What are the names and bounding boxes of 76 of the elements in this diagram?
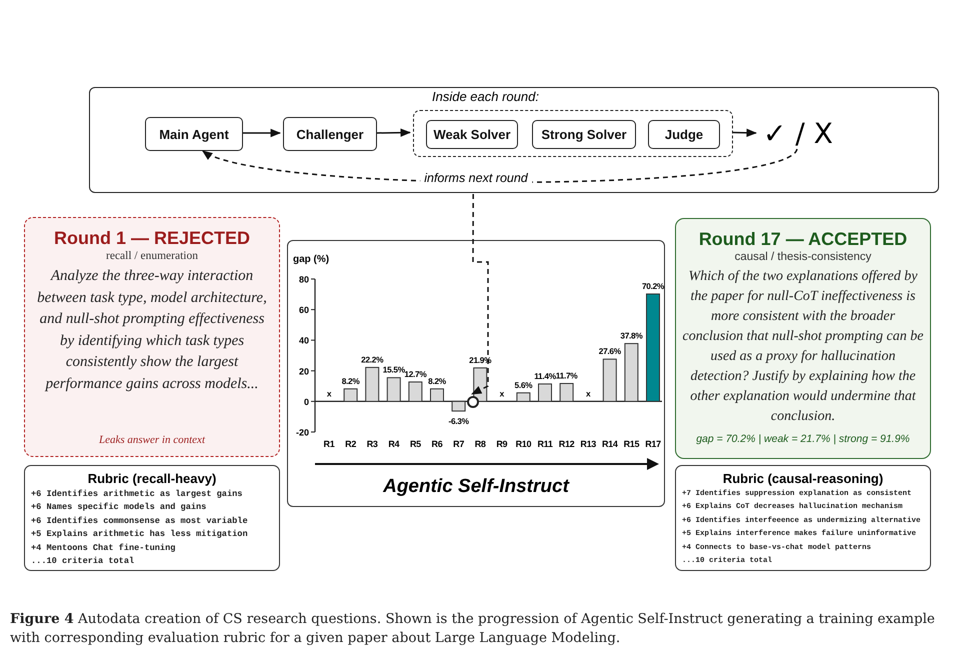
category-label: R14 (601, 438, 618, 448)
category-label: R13 (580, 438, 596, 448)
criterion-text: +4 Mentoons Chat fine-tuning (31, 542, 176, 555)
category-label: R12 (558, 438, 574, 448)
rubric-heading: Rubric (causal-reasoning) (722, 471, 884, 486)
criterion-text: +6 Identifies commonsense as most variable (31, 514, 249, 528)
magnifier-icon (467, 396, 479, 408)
tick-label: 0 (303, 396, 308, 406)
value-label: 12.7% (404, 368, 426, 378)
value-label: 27.6% (598, 346, 620, 356)
value-label: 8.2% (341, 375, 359, 386)
tick-label: 60 (298, 304, 308, 315)
value-label: 8.2% (428, 375, 446, 386)
tick-label: 40 (298, 335, 308, 346)
category-label: recall / enumeration (105, 250, 199, 262)
category-label: causal / thesis-consistency (734, 251, 872, 263)
value-label: 11.7% (555, 370, 577, 380)
criterion-text: ...10 criteria total (31, 555, 136, 568)
process-box: Strong Solver (532, 120, 636, 149)
category-label: R1 (323, 438, 334, 448)
group-title: Inside each round: (432, 89, 539, 104)
card-heading: Round 17 — ACCEPTED (698, 228, 908, 251)
result-text: ✓ / X (762, 119, 834, 149)
chart-panel (287, 240, 665, 507)
arrow (732, 128, 758, 137)
value-label: 22.2% (360, 354, 383, 364)
category-label: R7 (452, 438, 464, 448)
category-label: R5 (409, 438, 420, 448)
value-label: 15.5% (382, 364, 404, 374)
tick-label: 80 (298, 274, 308, 284)
arrow (471, 194, 489, 395)
value-label: x (326, 388, 331, 398)
value-label: 5.6% (514, 379, 532, 390)
category-label: R11 (536, 438, 552, 448)
value-label: 37.8% (620, 330, 642, 340)
arrow (376, 128, 412, 137)
tick-label: 20 (298, 366, 308, 376)
category-label: R9 (496, 438, 507, 448)
category-label: R2 (344, 438, 356, 448)
category-label: R3 (366, 438, 378, 448)
process-box: Judge (648, 120, 720, 149)
category-label: R17 (644, 438, 660, 448)
question-text: Which of the two explanations offered by the paper for null-CoT ineffectiveness is more consistent with the broader conclusion that null-shot prompting can be used as a proxy for hallucination detection? Justify by explaining how the other explanation would undermine that conclusion. (682, 268, 924, 426)
panel (89, 87, 939, 193)
value-label: -6.3% (448, 416, 468, 426)
accepted-card (675, 218, 931, 459)
rejected-card (24, 217, 280, 457)
value-label: x (586, 388, 590, 398)
rubric-card (675, 465, 931, 571)
category-label: R6 (431, 438, 442, 448)
value-label: 21.9% (468, 354, 491, 364)
criterion-text: +5 Explains arithmetic has less mitigation (31, 528, 249, 542)
criterion-text: +6 Names specific models and gains (31, 501, 208, 514)
tick-label: -20 (295, 427, 308, 437)
value-label: x (499, 388, 504, 398)
rubric-card (24, 465, 280, 571)
arrow (243, 128, 282, 138)
category-label: R4 (388, 438, 399, 448)
card-footer: Leaks answer in context (25, 434, 279, 446)
figure-caption: Figure 4 Autodata creation of CS research questions. Shown is the progression of Agentic Self-Instruct generating a training example with corresponding evaluation rubric for a given paper about Large Language Modeling. (10, 610, 936, 648)
process-box: Main Agent (145, 117, 243, 151)
card-heading: Round 1 — REJECTED (52, 227, 251, 250)
category-label: R10 (515, 438, 531, 448)
axis-title: gap (%) (292, 254, 329, 264)
value-label: 11.4% (534, 370, 556, 380)
process-box: Challenger (283, 117, 377, 151)
card-footer: gap = 70.2% | weak = 21.7% | strong = 91.9% (682, 433, 924, 445)
edge-label: informs next round (420, 171, 532, 185)
axis-title: Agentic Self-Instruct (382, 476, 568, 496)
question-text: Analyze the three-way interaction between task type, model architecture, and null-shot prompting effectiveness by identifying which task types consistently show the largest performance gains across models... (36, 267, 268, 394)
category-label: R8 (474, 438, 486, 448)
process-box: Weak Solver (426, 120, 518, 149)
criterion-text: +6 Identifies arithmetic as largest gains (31, 488, 244, 501)
rubric-heading: Rubric (recall-heavy) (86, 471, 218, 486)
category-label: R15 (623, 438, 639, 448)
value-label: 70.2% (641, 280, 664, 290)
